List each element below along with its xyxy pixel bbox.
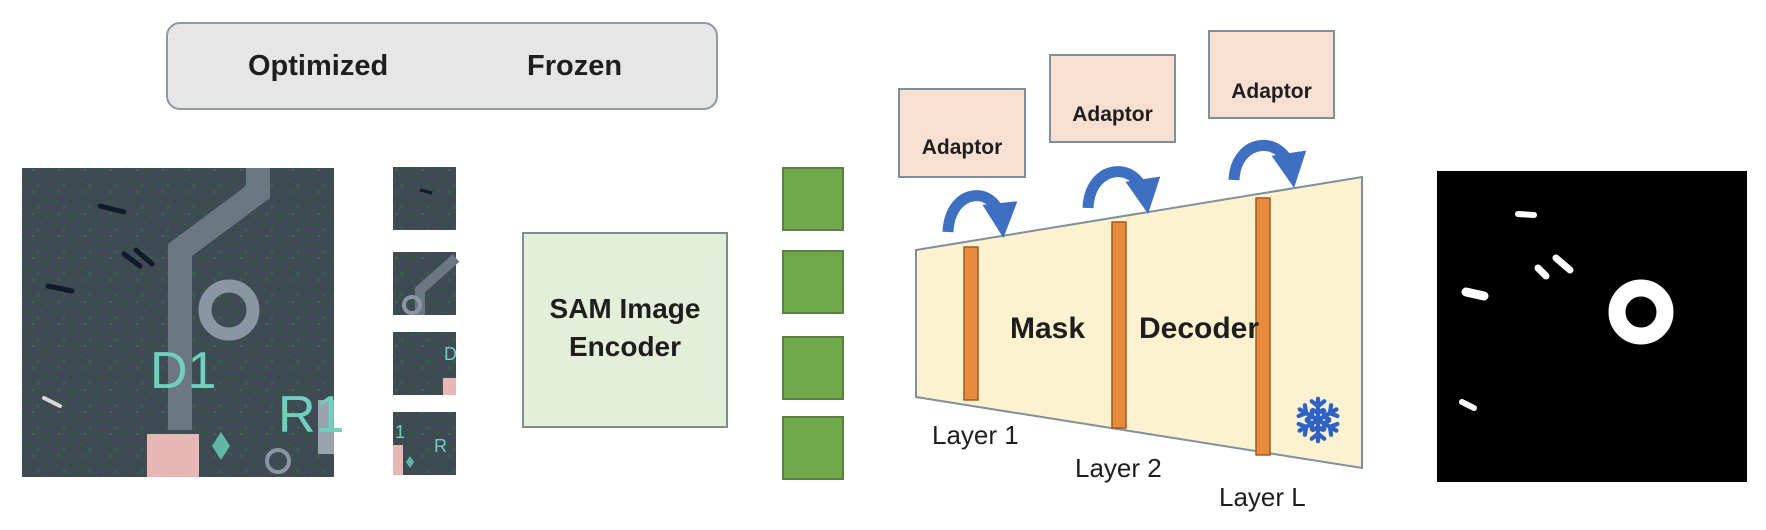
patch-4: 1 R — [393, 412, 456, 475]
mask-blob-5 — [1459, 399, 1477, 411]
adaptor-arrow-1 — [942, 190, 1018, 239]
input-defect-3 — [133, 247, 155, 267]
input-image-via — [198, 279, 260, 341]
legend-frozen-label: Frozen — [527, 50, 623, 82]
sam-image-encoder — [522, 232, 728, 428]
input-image-edge-trace — [318, 400, 334, 454]
input-defect-2 — [121, 251, 143, 269]
decoder-layer-bar-1 — [963, 246, 979, 401]
decoder-layer-bar-l — [1255, 197, 1271, 456]
adaptor-label-1: Adaptor — [921, 136, 1003, 159]
patch-3-label: D — [444, 344, 457, 364]
patch-2 — [393, 252, 460, 315]
layer-label-2: Layer 2 — [1075, 453, 1162, 483]
layer-label-l: Layer L — [1219, 482, 1306, 512]
mask-ring — [1608, 279, 1674, 345]
encoder-title-line-1: SAM Image — [549, 293, 701, 324]
adaptor-label-l: Adaptor — [1231, 80, 1312, 103]
patch-1-background — [393, 167, 456, 230]
mask-decoder-body — [915, 175, 1363, 470]
input-image-label-d1: D1 — [150, 342, 216, 400]
image-patches: D 1 R — [393, 167, 460, 475]
patch-4-diamond — [406, 456, 414, 468]
feature-embedding-4 — [782, 416, 844, 480]
patch-2-via — [402, 295, 422, 315]
legend-optimized-label: Optimized — [248, 50, 389, 82]
patch-4-label-b: R — [434, 436, 447, 456]
patch-4-pad — [393, 445, 403, 475]
feature-embedding-3 — [782, 336, 844, 400]
feature-embedding-1 — [782, 167, 844, 231]
encoder-title-line-2: Encoder — [568, 331, 682, 362]
input-image: D1 R1 — [22, 168, 344, 477]
decoder-word-decoder: Decoder — [1139, 312, 1260, 345]
output-mask-background — [1437, 171, 1747, 482]
patch-1-defect — [419, 188, 433, 195]
input-image-pad — [147, 434, 199, 477]
output-mask — [1437, 171, 1747, 482]
patch-4-background — [393, 412, 456, 475]
decoder-word-mask: Mask — [1010, 312, 1086, 345]
input-image-small-via — [265, 448, 291, 474]
legend — [166, 22, 718, 110]
patch-1 — [393, 167, 456, 230]
adaptor-box-2 — [1049, 54, 1176, 143]
mask-blob-1 — [1515, 211, 1537, 218]
input-defect-1 — [97, 203, 127, 215]
adaptor-arrow-2 — [1082, 166, 1161, 214]
adaptor-box-l — [1208, 30, 1335, 119]
input-image-label-r1: R1 — [278, 386, 344, 444]
patch-3-pad — [443, 378, 456, 395]
patch-3: D — [393, 332, 457, 395]
layer-label-1: Layer 1 — [932, 420, 1019, 450]
decoder-layer-bar-2 — [1111, 221, 1127, 429]
adaptor-label-2: Adaptor — [1072, 103, 1153, 126]
sam-image-encoder-label: SAM Image Encoder — [522, 290, 728, 366]
input-defect-4 — [45, 283, 75, 294]
patch-4-label-a: 1 — [395, 422, 405, 442]
input-image-diamond — [212, 432, 230, 460]
adaptor-arrow-l — [1228, 140, 1307, 188]
mask-blob-2 — [1552, 254, 1574, 274]
input-defect-5 — [42, 396, 62, 408]
input-image-trace — [168, 168, 270, 430]
mask-blob-4 — [1461, 287, 1489, 301]
mask-blob-3 — [1534, 264, 1550, 280]
adaptor-box-1 — [898, 88, 1026, 178]
feature-embedding-2 — [782, 250, 844, 314]
